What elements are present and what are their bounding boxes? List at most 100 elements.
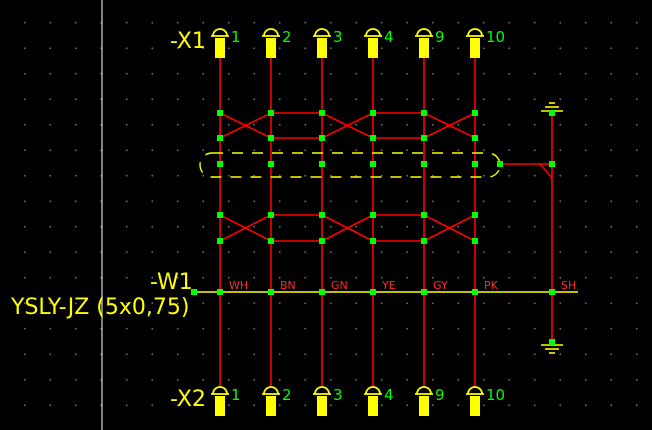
junction-dot (472, 161, 478, 167)
shield-layer (199, 113, 553, 342)
junction-dot (191, 289, 197, 295)
connector-pin-icon (212, 28, 228, 37)
junction-dot (217, 212, 223, 218)
core-label-bn: BN (280, 279, 296, 292)
junction-dot (217, 161, 223, 167)
wire-layer (194, 55, 578, 388)
x1-pin-9[interactable]: 9 (415, 28, 445, 58)
connector-pin-icon (263, 28, 279, 37)
twist-cross-1-4b (423, 214, 476, 242)
connector-pin-icon (263, 386, 279, 395)
x1-pin-2[interactable]: 2 (262, 28, 292, 58)
pin-number-label: 1 (231, 386, 241, 404)
x2-pin-10[interactable]: 10 (466, 386, 505, 416)
connector-pin-icon (416, 28, 432, 37)
cable-type-label[interactable]: YSLY-JZ (5x0,75) (10, 295, 189, 320)
junction-dot (421, 212, 427, 218)
crossing-layer (219, 112, 476, 242)
junction-dot (268, 135, 274, 141)
x1-pin-4[interactable]: 4 (364, 28, 394, 58)
junction-dot (319, 110, 325, 116)
pin-body (368, 38, 378, 58)
connector-x1-pins[interactable]: 1 2 3 4 9 10 (211, 28, 505, 58)
core-label-wh: WH (229, 279, 248, 292)
pin-number-label: 4 (384, 386, 394, 404)
x1-pin-10[interactable]: 10 (466, 28, 505, 58)
pin-body (368, 396, 378, 416)
junction-dot (217, 110, 223, 116)
pin-number-label: 4 (384, 28, 394, 46)
x2-pin-9[interactable]: 9 (415, 386, 445, 416)
core-label-gy: GY (433, 279, 448, 292)
junction-dot (217, 135, 223, 141)
junction-dot (370, 161, 376, 167)
twist-cross-0-2b (321, 112, 374, 139)
junction-dot (319, 238, 325, 244)
junction-dot (319, 135, 325, 141)
twist-cross-0-0b (219, 112, 272, 139)
junction-dot (268, 161, 274, 167)
pin-body (419, 38, 429, 58)
junction-dot (268, 289, 274, 295)
cable-name-label[interactable]: -W1 (150, 270, 193, 295)
junction-dot (549, 339, 555, 345)
connector-pin-icon (314, 28, 330, 37)
core-label-gn: GN (331, 279, 348, 292)
pin-body (215, 38, 225, 58)
twist-cross-1-0b (219, 214, 272, 242)
x2-pin-1[interactable]: 1 (211, 386, 241, 416)
x2-pin-3[interactable]: 3 (313, 386, 343, 416)
pin-number-label: 10 (486, 386, 505, 404)
junction-dot (319, 212, 325, 218)
connector-pin-icon (365, 386, 381, 395)
pin-body (266, 396, 276, 416)
junction-dot (472, 238, 478, 244)
junction-dot (472, 212, 478, 218)
junction-dot (549, 161, 555, 167)
connector-pin-icon (212, 386, 228, 395)
pin-body (317, 396, 327, 416)
junction-dot (549, 289, 555, 295)
connector-x2-label[interactable]: -X2 (170, 387, 206, 412)
junction-dot (472, 135, 478, 141)
connector-pin-icon (416, 386, 432, 395)
connector-x1-label[interactable]: -X1 (170, 29, 206, 54)
pin-body (317, 38, 327, 58)
junction-dot (421, 135, 427, 141)
core-label-sh: SH (561, 279, 576, 292)
pin-number-label: 9 (435, 28, 445, 46)
x2-pin-2[interactable]: 2 (262, 386, 292, 416)
junction-dot (421, 289, 427, 295)
junction-dot (549, 110, 555, 116)
junction-dot (472, 110, 478, 116)
pin-number-label: 2 (282, 386, 292, 404)
pin-body (470, 396, 480, 416)
x1-pin-3[interactable]: 3 (313, 28, 343, 58)
shield-drain-bend (539, 163, 553, 179)
junction-dot (268, 110, 274, 116)
ground-symbol-top (541, 102, 563, 112)
x2-pin-4[interactable]: 4 (364, 386, 394, 416)
junction-dot (421, 161, 427, 167)
connector-x2-pins[interactable]: 1 2 3 4 9 10 (211, 386, 505, 416)
junction-dot (370, 135, 376, 141)
pin-number-label: 2 (282, 28, 292, 46)
cable-shield-outline[interactable] (199, 152, 501, 178)
core-label-ye: YE (381, 279, 396, 292)
junction-dot (497, 161, 503, 167)
connector-pin-icon (467, 386, 483, 395)
junction-dot (319, 289, 325, 295)
pin-body (215, 396, 225, 416)
pin-number-label: 3 (333, 28, 343, 46)
junction-dot (421, 238, 427, 244)
junction-dot (421, 110, 427, 116)
pin-body (470, 38, 480, 58)
junction-dot (319, 161, 325, 167)
pin-number-label: 3 (333, 386, 343, 404)
x1-pin-1[interactable]: 1 (211, 28, 241, 58)
junction-dot (268, 212, 274, 218)
junction-dot (268, 238, 274, 244)
connector-pin-icon (467, 28, 483, 37)
